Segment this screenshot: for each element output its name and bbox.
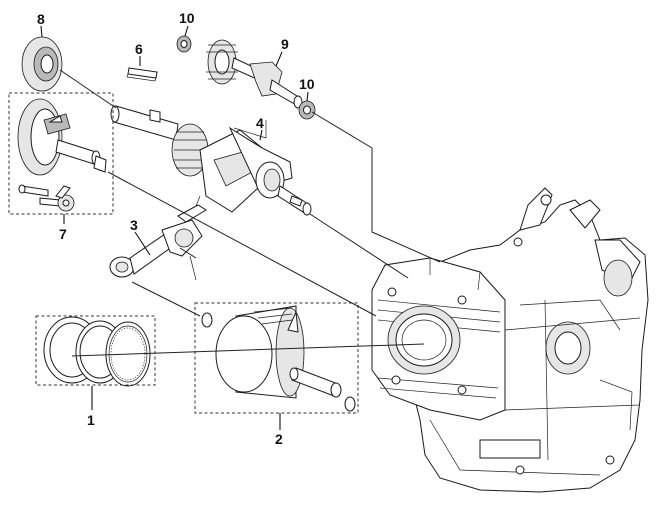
- callout-10-lower: 10: [299, 76, 315, 92]
- main-bearing: [21, 36, 63, 92]
- callout-8: 8: [37, 11, 45, 27]
- camshaft-bearing-lower: [298, 100, 316, 120]
- callout-3: 3: [130, 217, 138, 233]
- callout-leaders: [40, 25, 309, 430]
- camshaft: [206, 39, 303, 109]
- callout-6: 6: [135, 41, 143, 57]
- callout-4: 4: [256, 115, 264, 131]
- piston-rings-group-box: [35, 315, 156, 386]
- assembly-lines: [59, 69, 441, 357]
- camshaft-bearing-top: [176, 35, 192, 53]
- callout-10-top: 10: [179, 10, 195, 26]
- piston-kit-group-box: [194, 302, 359, 414]
- crankshaft: [110, 105, 312, 216]
- piston-kit: [201, 305, 356, 412]
- connecting-rod: [109, 195, 207, 281]
- callout-9: 9: [281, 36, 289, 52]
- callout-2: 2: [275, 431, 283, 447]
- governor-assembly: [17, 98, 107, 212]
- woodruff-key: [126, 67, 158, 82]
- callout-7: 7: [59, 226, 67, 242]
- callout-1: 1: [87, 412, 95, 428]
- engine-block: [371, 187, 649, 493]
- callout-labels: 8 6 10 9 10 4 3 7 1 2: [37, 10, 315, 447]
- governor-group-box: [8, 92, 114, 215]
- piston-rings: [43, 316, 151, 387]
